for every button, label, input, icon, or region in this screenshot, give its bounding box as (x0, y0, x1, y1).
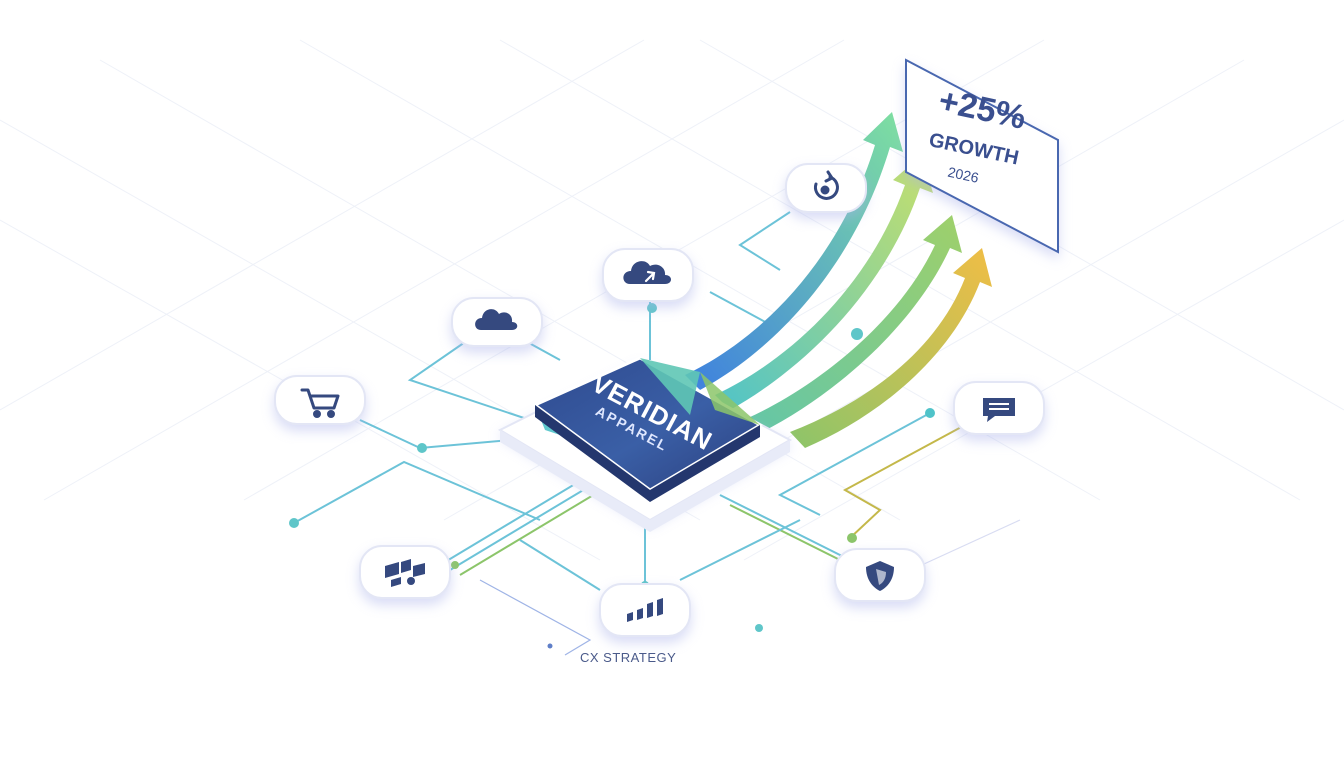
connector-cloud-data-2 (407, 339, 531, 421)
connector-blocks-3 (459, 484, 611, 576)
growth-arrows (685, 112, 992, 448)
connector-chart-2 (519, 539, 601, 591)
dot-upload (647, 303, 657, 313)
refresh-cycle-icon (813, 170, 839, 200)
hub-facet-green (700, 372, 760, 425)
layout-blocks-icon (385, 559, 425, 587)
node-chat[interactable] (953, 381, 1045, 435)
connection-dots (289, 303, 935, 649)
shield-icon (866, 561, 894, 591)
connector-blocks (439, 474, 591, 566)
dot-right (925, 408, 935, 418)
chat-message-icon (983, 398, 1015, 422)
growth-arrow-2 (715, 155, 933, 410)
cx-strategy-caption: CX STRATEGY (580, 650, 676, 665)
growth-arrow-4 (790, 248, 992, 448)
connector-to-chart (679, 519, 801, 581)
connector-left-dot (293, 460, 541, 524)
node-cart[interactable] (274, 375, 366, 425)
dot-mid-right (851, 328, 863, 340)
growth-arrow-1 (685, 112, 903, 390)
cloud-data-icon (475, 309, 518, 330)
hub-chip-side (535, 405, 760, 502)
dot-left (289, 518, 299, 528)
growth-year: 2026 (946, 164, 980, 186)
connector-caption (479, 579, 592, 656)
dot-blocks (451, 561, 459, 569)
hub-base-side (500, 430, 790, 532)
node-shield[interactable] (834, 548, 926, 602)
node-refresh[interactable] (785, 163, 867, 213)
dot-caption (547, 643, 553, 649)
central-hub[interactable]: VERIDIAN APPAREL (497, 356, 793, 532)
growth-arrow-3 (748, 215, 962, 432)
node-layout-blocks[interactable] (359, 545, 451, 599)
connector-refresh (738, 211, 791, 271)
hub-facet-teal (640, 358, 700, 415)
node-bar-chart[interactable] (599, 583, 691, 637)
connector-blocks-2 (449, 479, 601, 571)
node-cloud-data[interactable] (451, 297, 543, 347)
growth-card-panel (905, 58, 1059, 254)
dot-bottom (755, 624, 763, 632)
growth-card: +25% GROWTH 2026 (905, 58, 1059, 254)
shopping-cart-icon (300, 388, 340, 418)
cloud-upload-icon (623, 261, 671, 284)
dot-green (847, 533, 857, 543)
connector-cart (359, 419, 511, 450)
connector-right-dot (777, 412, 931, 516)
connector-chat (842, 424, 966, 539)
node-cloud-upload[interactable] (602, 248, 694, 302)
node-tiles (274, 163, 1045, 637)
dot-cart (417, 443, 427, 453)
bar-chart-icon (627, 598, 663, 622)
